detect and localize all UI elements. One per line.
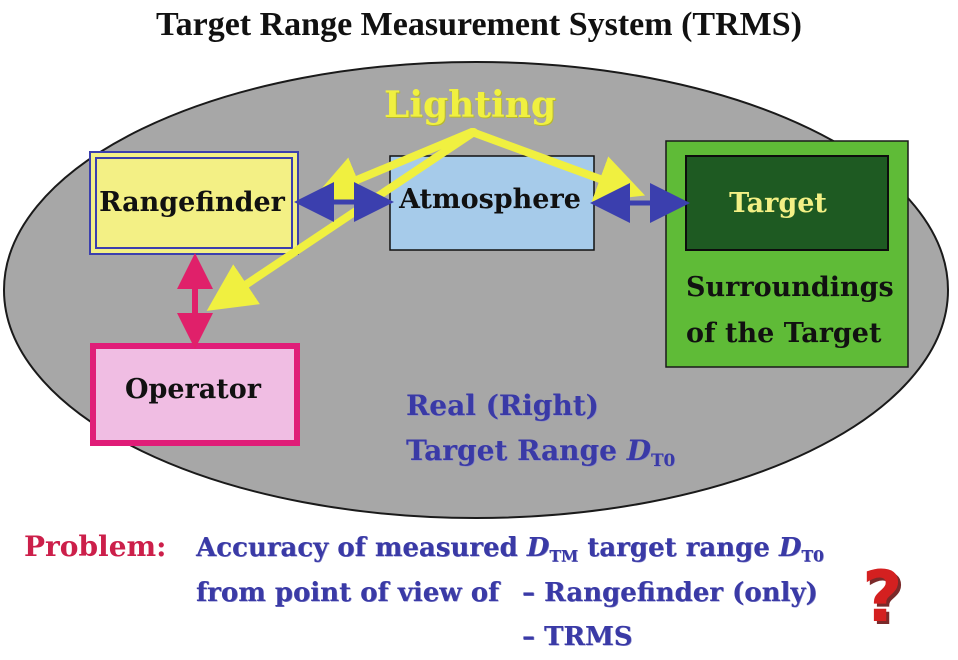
page-title: Target Range Measurement System (TRMS) [156,6,802,43]
real-range-line2: Target Range DT0 [406,434,675,470]
problem-sub-tm: TM [549,546,579,566]
surroundings-label-line2: of the Target [686,318,882,349]
rangefinder-label: Rangefinder [99,187,285,218]
target-box [685,155,889,251]
problem-line2-a: from point of view of [196,578,500,608]
lighting-label: Lighting [384,84,556,126]
rangefinder-box-inner [95,157,293,249]
problem-line1-b: target range [578,533,779,563]
atmosphere-label: Atmosphere [399,184,581,215]
operator-label: Operator [124,374,261,405]
problem-line1-a: Accuracy of measured [196,533,527,563]
real-range-symbol: D [626,434,651,467]
problem-symbol-dt0: D [778,533,802,563]
question-mark-icon: ? [862,556,903,638]
lighting-to-target-arrow [468,128,646,202]
real-range-text: Target Range [406,434,627,467]
target-label: Target [729,188,827,219]
operator-box [90,343,300,446]
atmosphere-box [389,155,595,251]
problem-line1: Accuracy of measured DTM target range DT… [196,533,824,565]
problem-label: Problem: [24,530,167,563]
problem-sub-t0: T0 [801,546,824,566]
real-range-line1: Real (Right) [406,389,599,422]
problem-line2-b: – Rangefinder (only) [522,578,818,608]
problem-line3: – TRMS [522,622,633,652]
surroundings-label-line1: Surroundings [686,272,894,303]
problem-symbol-dtm: D [526,533,550,563]
real-range-subscript: T0 [650,449,676,470]
